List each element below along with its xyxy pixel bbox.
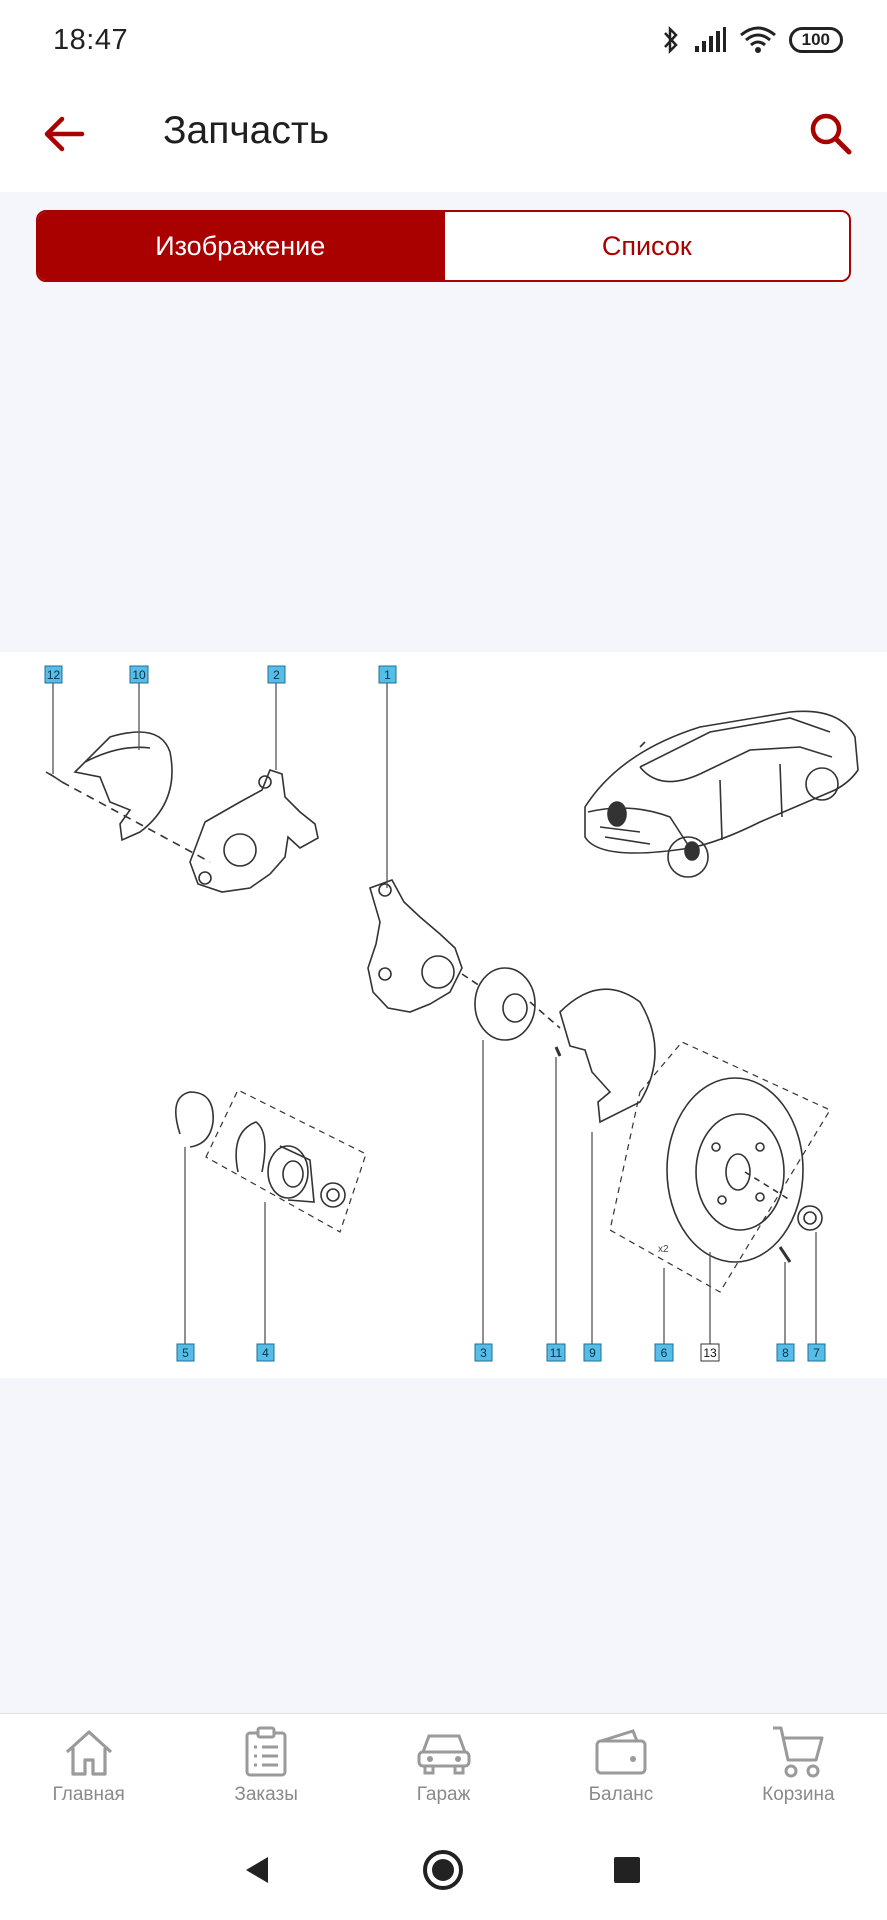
nav-label-home: Главная — [52, 1784, 125, 1805]
svg-text:4: 4 — [262, 1346, 269, 1360]
system-back-button[interactable] — [232, 1845, 282, 1895]
callout-6[interactable]: 6 — [654, 1343, 674, 1362]
triangle-back-icon — [246, 1857, 268, 1883]
svg-text:10: 10 — [132, 668, 146, 682]
svg-text:2: 2 — [273, 668, 280, 682]
nav-item-balance[interactable]: Баланс — [532, 1714, 709, 1815]
bottom-nav: Главная Заказы Гараж Баланс Корзина — [0, 1713, 887, 1815]
svg-text:13: 13 — [703, 1346, 717, 1360]
callout-9[interactable]: 9 — [583, 1343, 602, 1362]
nav-label-orders: Заказы — [234, 1784, 298, 1805]
signal-icon — [694, 27, 726, 52]
status-time: 18:47 — [53, 24, 129, 56]
car-icon — [414, 1724, 474, 1780]
svg-text:7: 7 — [813, 1346, 820, 1360]
page-title: Запчасть — [163, 109, 330, 152]
callout-13[interactable]: 13 — [700, 1343, 720, 1362]
svg-text:11: 11 — [550, 1346, 563, 1360]
nav-label-cart: Корзина — [762, 1784, 835, 1805]
home-icon — [59, 1724, 119, 1780]
bluetooth-icon — [663, 25, 678, 55]
svg-text:9: 9 — [589, 1346, 596, 1360]
app-bar: Запчасть — [0, 80, 887, 192]
square-recents-icon — [614, 1857, 640, 1883]
wallet-icon — [591, 1724, 651, 1780]
nav-item-orders[interactable]: Заказы — [177, 1714, 354, 1815]
nav-label-garage: Гараж — [416, 1784, 471, 1805]
multiplier-label: x2 — [658, 1244, 669, 1255]
system-recents-button[interactable] — [602, 1845, 652, 1895]
callout-1[interactable]: 1 — [378, 665, 397, 684]
status-bar: 18:47 100 — [0, 0, 887, 80]
callout-3[interactable]: 3 — [474, 1343, 493, 1362]
callout-8[interactable]: 8 — [776, 1343, 795, 1362]
nav-item-home[interactable]: Главная — [0, 1714, 177, 1815]
svg-text:5: 5 — [182, 1346, 189, 1360]
arrow-back-icon — [44, 116, 85, 152]
callout-2[interactable]: 2 — [267, 665, 286, 684]
circle-home-icon — [423, 1850, 463, 1890]
callout-4[interactable]: 4 — [256, 1343, 275, 1362]
svg-text:8: 8 — [782, 1346, 789, 1360]
system-home-button[interactable] — [418, 1845, 468, 1895]
car-illustration — [584, 710, 859, 878]
nav-item-cart[interactable]: Корзина — [710, 1714, 887, 1815]
system-nav-bar — [0, 1815, 887, 1920]
search-icon — [810, 113, 852, 155]
search-button[interactable] — [799, 102, 861, 164]
svg-text:6: 6 — [661, 1346, 668, 1360]
nav-label-balance: Баланс — [588, 1784, 654, 1805]
callout-5[interactable]: 5 — [176, 1343, 195, 1362]
svg-text:12: 12 — [47, 668, 61, 682]
battery-indicator: 100 — [788, 27, 843, 53]
svg-text:1: 1 — [384, 668, 391, 682]
parts-diagram-drawing: x2 12 10 2 1 5 — [44, 665, 859, 1362]
status-icons: 100 — [661, 22, 843, 58]
cart-icon — [768, 1724, 828, 1780]
nav-item-garage[interactable]: Гараж — [355, 1714, 532, 1815]
tab-list[interactable]: Список — [442, 212, 849, 280]
svg-text:3: 3 — [480, 1346, 487, 1360]
callout-7[interactable]: 7 — [807, 1343, 826, 1362]
callout-12[interactable]: 12 — [44, 665, 63, 684]
callout-11[interactable]: 11 — [546, 1343, 566, 1362]
tab-image[interactable]: Изображение — [38, 212, 443, 280]
callout-10[interactable]: 10 — [129, 665, 149, 684]
back-button[interactable] — [34, 104, 94, 164]
parts-diagram[interactable]: x2 12 10 2 1 5 — [0, 652, 887, 1378]
wifi-icon — [739, 26, 776, 53]
view-toggle: Изображение Список — [36, 210, 851, 282]
orders-icon — [236, 1724, 296, 1780]
